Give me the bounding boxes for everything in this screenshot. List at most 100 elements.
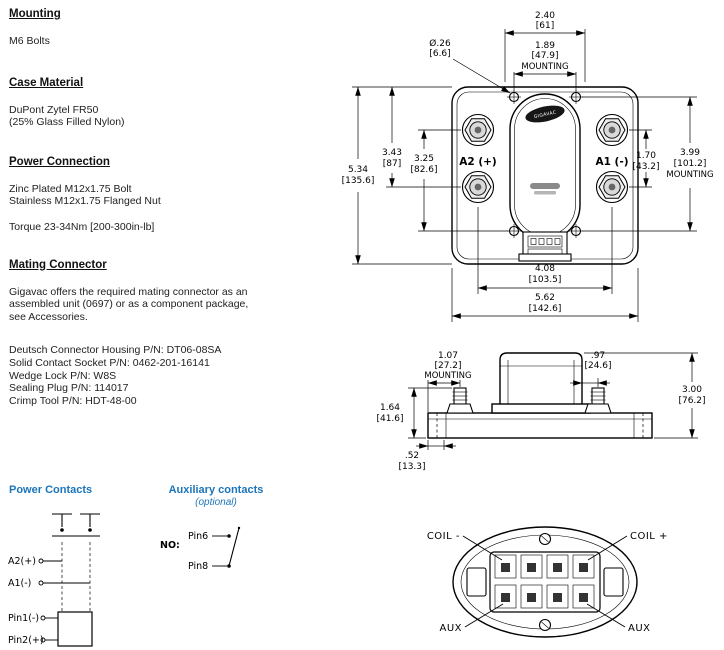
power-contacts-heading: Power Contacts <box>9 484 93 496</box>
svg-text:[101.2]: [101.2] <box>674 159 707 169</box>
svg-text:[24.6]: [24.6] <box>584 361 611 371</box>
side-view-drawing: 1.07 [27.2] MOUNTING .97 [24.6] 3.00 [76… <box>376 351 705 472</box>
svg-text:4.08: 4.08 <box>535 264 555 274</box>
device-marking <box>530 183 560 195</box>
dim-325: 3.25 [82.6] <box>410 129 508 232</box>
svg-text:[27.2]: [27.2] <box>434 361 461 371</box>
svg-text:5.62: 5.62 <box>535 293 555 303</box>
mating-connector-heading: Mating Connector <box>9 258 107 271</box>
pin6-label: Pin6 <box>188 531 208 542</box>
power-connection-heading: Power Connection <box>9 155 110 168</box>
terminal-bolt-a1-bottom <box>595 170 629 204</box>
section-mounting: Mounting M6 Bolts <box>9 8 341 48</box>
dim-097: .97 [24.6] <box>570 351 612 387</box>
dim-terminal-width: 4.08 [103.5] <box>477 207 613 294</box>
connector-view-drawing: COIL - COIL + AUX AUX <box>427 526 668 638</box>
pn-crimp-tool: Crimp Tool P/N: HDT-48-00 <box>9 394 137 407</box>
terminal-stud-right <box>584 387 612 414</box>
mounting-heading: Mounting <box>9 8 61 20</box>
pn-wedge-lock: Wedge Lock P/N: W8S <box>9 369 117 382</box>
mounting-text: M6 Bolts <box>9 35 50 47</box>
case-material-heading: Case Material <box>9 76 84 89</box>
section-case-material: Case Material DuPont Zytel FR50 (25% Gla… <box>9 77 341 129</box>
dim-343: 3.43 [87] <box>382 86 461 188</box>
coil-minus-label: COIL - <box>427 531 460 542</box>
svg-text:[13.3]: [13.3] <box>398 462 425 472</box>
svg-text:[87]: [87] <box>383 159 401 169</box>
pn-socket: Solid Contact Socket P/N: 0462-201-16141 <box>9 356 210 369</box>
switch-blade <box>228 527 240 567</box>
svg-text:2.40: 2.40 <box>535 11 555 21</box>
svg-text:MOUNTING: MOUNTING <box>424 371 471 381</box>
aux-left-label: AUX <box>439 623 462 634</box>
svg-text:[43.2]: [43.2] <box>632 162 659 172</box>
svg-text:[41.6]: [41.6] <box>376 414 403 424</box>
svg-text:1.07: 1.07 <box>438 351 458 361</box>
dim-164: 1.64 [41.6] <box>376 387 452 439</box>
svg-text:[82.6]: [82.6] <box>410 165 437 175</box>
svg-text:[61]: [61] <box>536 21 554 31</box>
coil-terminal-leads: Pin1(-) Pin2(+) <box>8 613 58 646</box>
dim-mount-height: 3.99 [101.2] MOUNTING <box>582 96 714 232</box>
terminal-bolt-a2-top <box>461 113 495 147</box>
a1-label: A1(-) <box>8 578 31 589</box>
pin8-label: Pin8 <box>188 561 208 572</box>
aux-contacts-subheading: (optional) <box>195 497 237 508</box>
connector-screws <box>538 532 552 632</box>
mating-connector-para3: see Accessories. <box>9 310 88 323</box>
terminal-label-a2: A2 (+) <box>459 156 496 168</box>
gigavac-logo: GIGAVAC <box>525 105 565 123</box>
power-connection-line1: Zinc Plated M12x1.75 Bolt <box>9 182 132 195</box>
dim-052: .52 [13.3] <box>398 440 456 472</box>
dim-overall-height: 5.34 [135.6] <box>342 86 452 265</box>
svg-text:[103.5]: [103.5] <box>529 275 562 285</box>
terminal-stud-left <box>446 387 474 414</box>
svg-text:.52: .52 <box>405 451 419 461</box>
svg-text:3.43: 3.43 <box>382 148 402 158</box>
connector-tower-side <box>499 352 583 413</box>
svg-text:[47.9]: [47.9] <box>531 51 558 61</box>
contactor-case-side <box>427 352 653 439</box>
svg-text:Ø.26: Ø.26 <box>429 38 451 49</box>
connector-pins <box>501 563 588 602</box>
svg-text:[6.6]: [6.6] <box>429 49 450 59</box>
case-material-line1: DuPont Zytel FR50 <box>9 103 99 116</box>
power-contacts-schematic: A2(+) A1(-) Pin1(-) Pin2(+) <box>8 513 100 647</box>
svg-text:1.70: 1.70 <box>636 151 656 161</box>
pin1-label: Pin1(-) <box>8 613 39 624</box>
svg-text:3.00: 3.00 <box>682 385 702 395</box>
svg-text:3.99: 3.99 <box>680 148 700 158</box>
terminal-bolt-a1-top <box>595 113 629 147</box>
svg-text:MOUNTING: MOUNTING <box>666 170 713 180</box>
power-connection-line2: Stainless M12x1.75 Flanged Nut <box>9 195 161 208</box>
svg-text:.97: .97 <box>591 351 605 361</box>
section-mating-connector: Mating Connector Gigavac offers the requ… <box>9 259 341 408</box>
mounting-holes <box>507 90 583 238</box>
connector-front <box>518 231 572 262</box>
contactor-case-front: GIGAVAC <box>451 86 639 265</box>
mating-connector-para2: assembled unit (0697) or as a component … <box>9 298 249 311</box>
coil-box <box>57 611 93 647</box>
dim-hole-diameter: Ø.26 [6.6] <box>429 38 511 94</box>
dim-mount-width: 1.89 [47.9] MOUNTING <box>513 41 577 91</box>
power-terminal-leads: A2(+) A1(-) <box>8 556 90 589</box>
svg-text:[142.6]: [142.6] <box>529 304 562 314</box>
svg-text:1.89: 1.89 <box>535 41 555 51</box>
dim-terminal-gap: 1.70 [43.2] <box>629 129 660 188</box>
front-view-drawing: GIGAVAC <box>342 11 714 322</box>
dim-top-width: 2.40 [61] <box>504 11 586 82</box>
svg-text:1.64: 1.64 <box>380 403 400 413</box>
coil-plus-label: COIL + <box>630 531 668 542</box>
svg-text:3.25: 3.25 <box>414 154 434 164</box>
aux-contacts-schematic: NO: Pin6 Pin8 <box>160 526 241 572</box>
aux-right-label: AUX <box>628 623 651 634</box>
svg-text:GIGAVAC: GIGAVAC <box>533 109 557 120</box>
mating-connector-para1: Gigavac offers the required mating conne… <box>9 285 248 298</box>
section-power-connection: Power Connection Zinc Plated M12x1.75 Bo… <box>9 156 341 234</box>
svg-text:[76.2]: [76.2] <box>678 396 705 406</box>
terminal-label-a1: A1 (-) <box>595 156 628 168</box>
specs-column: Mounting M6 Bolts Case Material DuPont Z… <box>9 8 341 407</box>
pn-housing: Deutsch Connector Housing P/N: DT06-08SA <box>9 344 222 357</box>
pin2-label: Pin2(+) <box>8 635 44 646</box>
